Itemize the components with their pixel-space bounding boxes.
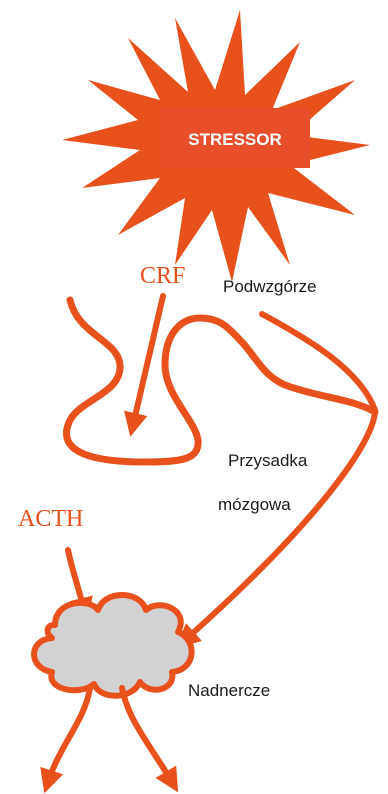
- hypothalamus-label: Podwzgórze: [223, 277, 317, 296]
- crf-label: CRF: [140, 263, 185, 289]
- pituitary-label-line2: mózgowa: [218, 495, 291, 514]
- pituitary-label-line1: Przysadka: [228, 451, 308, 470]
- adrenal-output-arrow-left: [48, 688, 90, 782]
- hypothalamus-to-adrenal-arrow: [185, 314, 375, 640]
- hypothalamus-pituitary-squiggle: [67, 300, 375, 462]
- acth-label: ACTH: [18, 506, 83, 532]
- stressor-label: STRESSOR: [188, 130, 282, 149]
- crf-arrow: [133, 296, 163, 425]
- adrenal-output-arrow-right: [122, 688, 172, 782]
- adrenal-cloud: [34, 595, 192, 696]
- adrenal-label: Nadnercze: [188, 681, 270, 700]
